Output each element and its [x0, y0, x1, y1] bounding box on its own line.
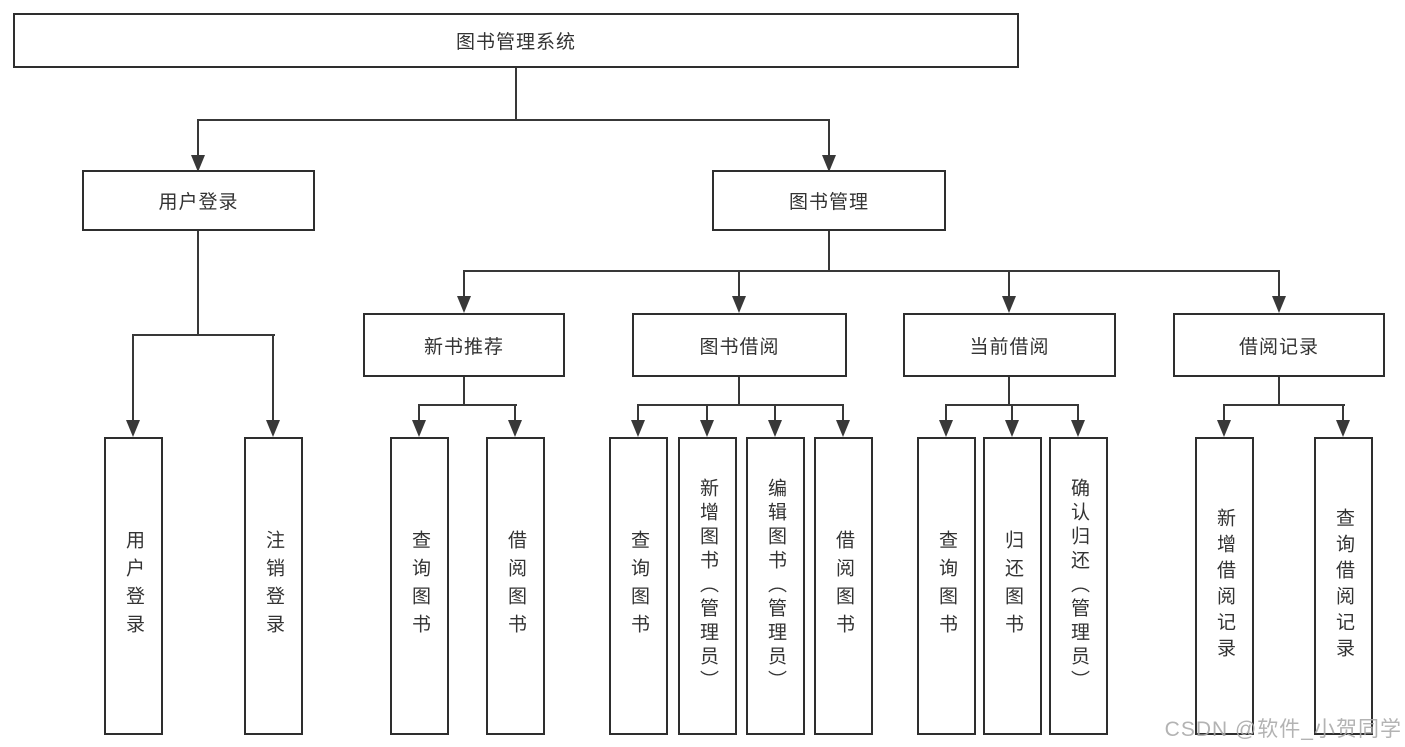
leaf-return-books-label: 归还图书 — [1002, 530, 1023, 642]
arrow-to-leaf-add-borrow-record — [1217, 404, 1231, 437]
connector-borrowing-records-stem — [1278, 375, 1280, 406]
arrow-to-user-login — [191, 119, 205, 172]
arrow-to-book-borrowing — [732, 270, 746, 313]
node-borrowing-records-label: 借阅记录 — [1238, 336, 1319, 358]
leaf-borrow-books-rec: 借阅图书 — [486, 437, 545, 735]
node-book-borrowing-label: 图书借阅 — [699, 336, 780, 358]
leaf-edit-books-admin-label: 编辑图书（管理员） — [765, 478, 786, 694]
connector-new-book-recommend-stem — [463, 375, 465, 406]
arrow-to-leaf-borrow-books-borrow — [836, 404, 850, 437]
leaf-logout-label: 注销登录 — [263, 530, 284, 642]
connector-book-management-rail — [463, 270, 1280, 272]
leaf-return-books: 归还图书 — [983, 437, 1042, 735]
leaf-query-books-borrow: 查询图书 — [609, 437, 668, 735]
arrow-to-new-book-recommend — [457, 270, 471, 313]
connector-borrowing-records-rail — [1223, 404, 1345, 406]
leaf-logout: 注销登录 — [244, 437, 303, 735]
node-new-book-recommend: 新书推荐 — [363, 313, 565, 377]
arrow-to-book-management — [822, 119, 836, 172]
leaf-user-login: 用户登录 — [104, 437, 163, 735]
connector-book-management-stem — [828, 231, 830, 272]
leaf-confirm-return-admin-label: 确认归还（管理员） — [1068, 478, 1089, 694]
leaf-add-books-admin: 新增图书（管理员） — [678, 437, 737, 735]
leaf-edit-books-admin: 编辑图书（管理员） — [746, 437, 805, 735]
arrow-to-leaf-query-books-current — [939, 404, 953, 437]
leaf-add-borrow-record: 新增借阅记录 — [1195, 437, 1254, 735]
node-user-login-label: 用户登录 — [158, 192, 239, 213]
leaf-confirm-return-admin: 确认归还（管理员） — [1049, 437, 1108, 735]
arrow-to-current-borrowing — [1002, 270, 1016, 313]
node-book-management-label: 图书管理 — [788, 192, 869, 213]
node-current-borrowing-label: 当前借阅 — [969, 336, 1050, 358]
connector-book-borrowing-rail — [637, 404, 844, 406]
leaf-user-login-label: 用户登录 — [123, 530, 144, 642]
leaf-add-books-admin-label: 新增图书（管理员） — [697, 478, 718, 694]
leaf-query-books-current: 查询图书 — [917, 437, 976, 735]
leaf-query-books-borrow-label: 查询图书 — [628, 530, 649, 642]
connector-root-stem — [515, 68, 517, 120]
watermark: CSDN @软件_小贺同学 — [1164, 718, 1402, 741]
leaf-borrow-books-borrow-label: 借阅图书 — [833, 530, 854, 642]
connector-new-book-recommend-rail — [418, 404, 517, 406]
node-current-borrowing: 当前借阅 — [903, 313, 1116, 377]
node-new-book-recommend-label: 新书推荐 — [423, 336, 504, 358]
arrow-to-leaf-query-books-rec — [412, 404, 426, 437]
arrow-to-borrowing-records — [1272, 270, 1286, 313]
node-borrowing-records: 借阅记录 — [1173, 313, 1385, 377]
connector-root-rail — [197, 119, 830, 121]
leaf-query-borrow-record: 查询借阅记录 — [1314, 437, 1373, 735]
arrow-to-leaf-borrow-books-rec — [508, 404, 522, 437]
arrow-to-leaf-query-books-borrow — [631, 404, 645, 437]
leaf-query-books-current-label: 查询图书 — [936, 530, 957, 642]
arrow-to-leaf-query-borrow-record — [1336, 404, 1350, 437]
leaf-query-borrow-record-label: 查询借阅记录 — [1333, 508, 1354, 664]
connector-current-borrowing-stem — [1008, 375, 1010, 406]
arrow-to-leaf-return-books — [1005, 404, 1019, 437]
leaf-borrow-books-borrow: 借阅图书 — [814, 437, 873, 735]
connector-book-borrowing-stem — [738, 375, 740, 406]
node-book-management: 图书管理 — [712, 170, 946, 231]
leaf-query-books-rec-label: 查询图书 — [409, 530, 430, 642]
connector-user-login-rail — [132, 334, 275, 336]
arrow-to-leaf-confirm-return-admin — [1071, 404, 1085, 437]
node-book-borrowing: 图书借阅 — [632, 313, 847, 377]
arrow-to-leaf-logout — [266, 334, 280, 437]
node-root-label: 图书管理系统 — [455, 32, 576, 53]
node-root: 图书管理系统 — [13, 13, 1019, 68]
connector-user-login-stem — [197, 231, 199, 336]
arrow-to-leaf-edit-books-admin — [768, 404, 782, 437]
node-user-login: 用户登录 — [82, 170, 315, 231]
leaf-add-borrow-record-label: 新增借阅记录 — [1214, 508, 1235, 664]
leaf-query-books-rec: 查询图书 — [390, 437, 449, 735]
arrow-to-leaf-user-login — [126, 334, 140, 437]
leaf-borrow-books-rec-label: 借阅图书 — [505, 530, 526, 642]
arrow-to-leaf-add-books-admin — [700, 404, 714, 437]
